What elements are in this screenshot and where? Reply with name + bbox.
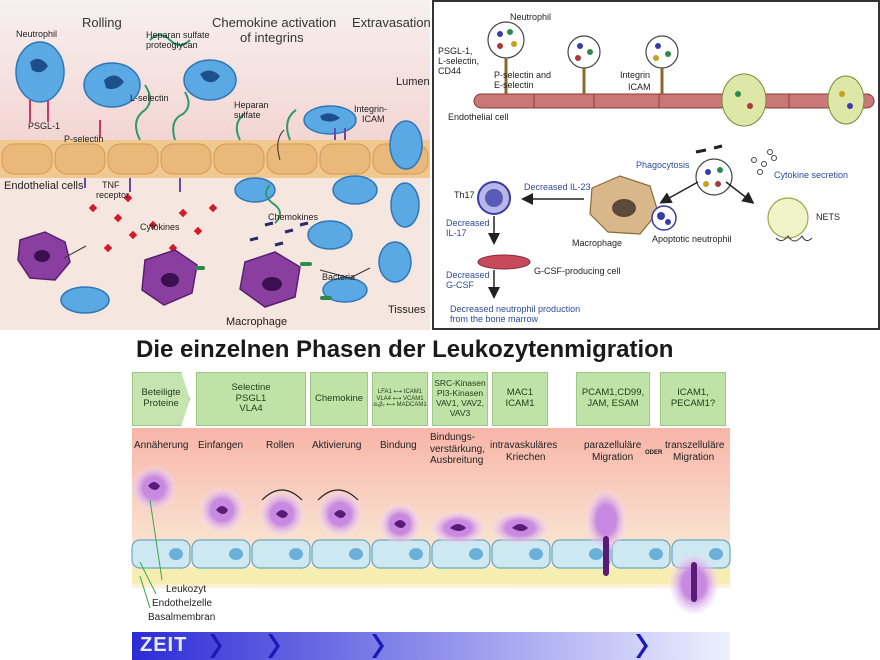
panel-title: Die einzelnen Phasen der Leukozytenmigra… — [136, 336, 674, 363]
label-th17: Th17 — [454, 190, 475, 200]
label-pe-selectin-1: P-selectin and — [494, 70, 552, 80]
header-of-integrins: of integrins — [240, 30, 304, 45]
label-endothelial-cell: Endothelial cell — [448, 112, 509, 122]
label-psgl-1: PSGL-1, — [438, 46, 473, 56]
label-nets: NETS — [816, 212, 841, 222]
label-pe-selectin-2: E-selectin — [494, 80, 534, 90]
label-cytokines: Cytokines — [140, 222, 180, 232]
label-icam: ICAM — [628, 82, 651, 92]
label-cytokine-secretion: Cytokine secretion — [774, 170, 849, 180]
label-tnf-2: receptor — [96, 190, 130, 200]
label-macrophage: Macrophage — [572, 238, 623, 248]
label-endothelial-cells: Endothelial cells — [4, 180, 84, 192]
label-integrin: Integrin — [620, 70, 651, 80]
label-p-selectin: P-selectin — [64, 134, 104, 144]
label-decreased-il17-1: Decreased — [446, 218, 490, 228]
label-decreased-gcsf-2: G-CSF — [446, 280, 474, 290]
label-integrin-2: ICAM — [362, 114, 385, 124]
label-psgl-2: L-selectin, — [438, 56, 480, 66]
label-heparan-1: Heparan — [234, 100, 269, 110]
label-bacteria: Bacteria — [322, 272, 356, 282]
endothelial-cell — [131, 539, 191, 569]
label-tnf-1: TNF — [102, 180, 120, 190]
phase-bindungsverstaerkung: Bindungs-verstärkung,Ausbreitung — [430, 432, 486, 466]
label-heparan-2: sulfate — [234, 110, 261, 120]
box-pcam1: PCAM1,CD99,JAM, ESAM — [576, 372, 650, 426]
header-rolling: Rolling — [82, 15, 122, 30]
basal-membrane — [132, 568, 730, 584]
neutrophil-fate-panel: Neutrophil PSGL-1, L-selectin, CD44 P-se… — [432, 0, 880, 330]
legend-basalmembran: Basalmembran — [148, 612, 216, 623]
leukocyte-migration-panel: Die einzelnen Phasen der Leukozytenmigra… — [0, 332, 880, 660]
box-chemokine: Chemokine — [310, 372, 368, 426]
label-psgl1: PSGL-1 — [28, 121, 61, 131]
label-macrophage: Macrophage — [226, 316, 288, 328]
panel1-illustration — [0, 34, 430, 330]
phase-bindung: Bindung — [380, 440, 417, 451]
header-chemokine-activation: Chemokine activation — [212, 15, 337, 30]
label-heparan-pg-2: proteoglycan — [146, 40, 198, 50]
label-decreased-gcsf-1: Decreased — [446, 270, 490, 280]
phase-annaeherung: Annäherung — [134, 440, 189, 451]
phase-rollen: Rollen — [266, 440, 295, 451]
migration-illustration — [131, 428, 731, 660]
label-decreased-production-2: from the bone marrow — [450, 314, 539, 324]
label-apoptotic-neutrophil: Apoptotic neutrophil — [652, 234, 732, 244]
timeline-bar — [132, 632, 730, 660]
label-tissues: Tissues — [388, 304, 426, 316]
label-lumen: Lumen — [396, 76, 430, 88]
label-integrin-1: Integrin- — [354, 104, 388, 114]
label-gcsf-cell: G-CSF-producing cell — [534, 266, 621, 276]
phase-einfangen: Einfangen — [198, 440, 244, 451]
rolling-extravasation-panel: Rolling Chemokine activation of integrin… — [0, 0, 430, 330]
box-icam1: ICAM1,PECAM1? — [660, 372, 726, 426]
label-neutrophil: Neutrophil — [510, 12, 552, 22]
panel2-illustration — [473, 21, 875, 299]
label-psgl-3: CD44 — [438, 66, 462, 76]
label-decreased-il17-2: IL-17 — [446, 228, 467, 238]
label-decreased-il23: Decreased IL-23 — [524, 182, 591, 192]
endothelium-strip — [473, 93, 875, 109]
nets-cell — [767, 197, 809, 239]
label-phagocytosis: Phagocytosis — [636, 160, 690, 170]
timeline-label: ZEIT — [140, 634, 188, 656]
label-chemokines: Chemokines — [268, 212, 319, 222]
phase-aktivierung: Aktivierung — [312, 440, 362, 451]
legend-leukozyt: Leukozyt — [166, 584, 207, 595]
neutrophil-cell — [487, 21, 525, 59]
header-extravasation: Extravasation — [352, 15, 430, 30]
legend-endothelzelle: Endothelzelle — [152, 598, 213, 609]
phase-oder: oder — [645, 450, 663, 456]
label-l-selectin: L-selectin — [130, 93, 169, 103]
label-neutrophil: Neutrophil — [16, 29, 58, 39]
label-decreased-production-1: Decreased neutrophil production — [450, 304, 581, 314]
label-heparan-pg-1: Heparan sulfate — [146, 30, 210, 40]
